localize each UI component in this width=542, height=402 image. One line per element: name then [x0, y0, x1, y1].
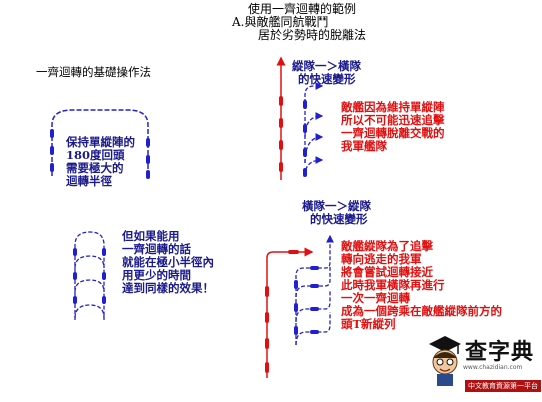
- friendly-ships-2: [294, 266, 319, 335]
- section3-note-1: 但如果能用: [122, 229, 180, 243]
- section4-label-1: 橫隊一＞縱隊: [302, 199, 371, 213]
- section4-note-5: 一次一齊迴轉: [341, 291, 410, 305]
- section1-note-2: 180度回頭: [66, 148, 125, 162]
- section4-note-2: 轉向逃走的我軍: [341, 252, 422, 266]
- section4-note-4: 此時我軍橫隊再進行: [341, 278, 445, 292]
- title-line-2: A.與敵艦同航戰鬥: [232, 15, 329, 29]
- section4-note-6: 成為一個跨乘在敵艦縱隊前方的: [341, 304, 502, 318]
- section4-note-1: 敵艦縱隊為了追擊: [341, 239, 433, 253]
- simultaneous-ships: [73, 248, 106, 304]
- section2-note-3: 一齊迴轉脫離交戰的: [341, 126, 445, 140]
- section1-note-3: 需要極大的: [66, 161, 124, 175]
- enemy-column-2: [265, 247, 314, 378]
- section3-note-4: 用更少的時間: [122, 268, 191, 282]
- section1-note-1: 保持單縱陣的: [66, 135, 135, 149]
- mascot-icon: [429, 336, 461, 386]
- logo-slogan: 中文教育資源第一平台: [465, 380, 541, 392]
- section4-note-3: 將會嘗試迴轉接近: [341, 265, 433, 279]
- section3-note-2: 一齊迴轉的話: [122, 242, 191, 256]
- section2-label-1: 縱隊一＞橫隊: [292, 59, 361, 73]
- section2-note-2: 所以不可能迅速追擊: [341, 113, 445, 127]
- section1-note-4: 迴轉半徑: [66, 174, 112, 188]
- logo-name: 查字典: [465, 340, 535, 365]
- title-line-1: 使用一齊迴轉的範例: [248, 2, 357, 16]
- friendly-ships-1: [303, 100, 307, 177]
- simultaneous-turn: [74, 231, 105, 320]
- single-column-turn: [51, 109, 149, 178]
- chazidian-logo: 查字典 www.chazidian.com 中文教育資源第一平台: [425, 328, 541, 400]
- title-line-3: 居於劣勢時的脫離法: [258, 28, 367, 42]
- section3-note-5: 達到同樣的效果！: [122, 281, 214, 295]
- logo-url: www.chazidian.com: [463, 364, 523, 371]
- friendly-turn-group-1: [304, 82, 324, 177]
- section2-note-1: 敵艦因為維持單縱陣: [341, 100, 445, 114]
- section2-note-4: 我軍艦隊: [341, 139, 387, 153]
- single-column-ships: [50, 129, 150, 179]
- section1-heading: 一齊迴轉的基礎操作法: [36, 65, 151, 79]
- section2-label-2: 的快速變形: [298, 72, 356, 86]
- section4-note-7: 頭T新縱列: [341, 317, 396, 331]
- section3-note-3: 就能在極小半徑內: [122, 255, 214, 269]
- section4-label-2: 的快速變形: [310, 212, 368, 226]
- enemy-column-1: [276, 56, 286, 180]
